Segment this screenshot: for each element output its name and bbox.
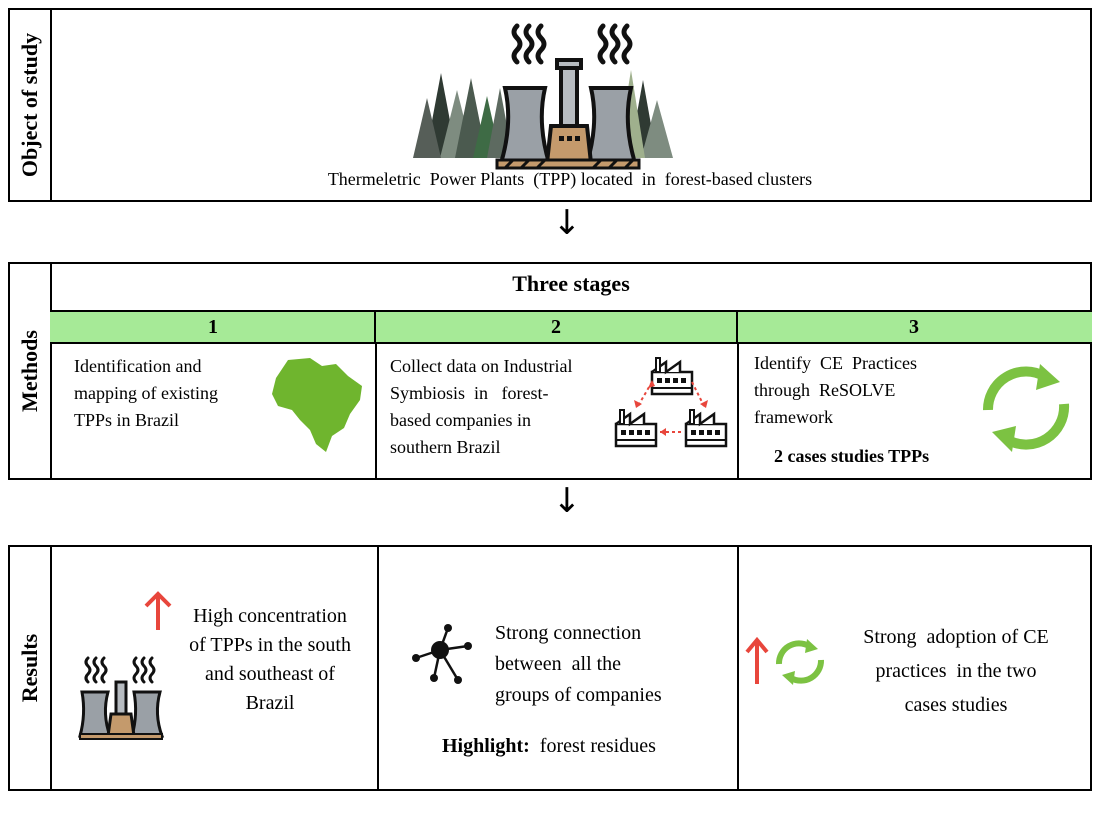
stage-number-2: 2 (376, 312, 738, 342)
industrial-symbiosis-network-icon (614, 356, 728, 448)
stage-1-line: mapping of existing (74, 383, 218, 403)
result-2-highlight: Highlight: forest residues (442, 733, 656, 760)
results-side-label-text: Results (17, 633, 43, 703)
methods-panel (50, 262, 1092, 480)
stage-3-line: framework (754, 407, 833, 427)
stage-number-1: 1 (52, 312, 376, 342)
result-divider (737, 547, 739, 789)
result-3-line: practices in the two (875, 660, 1037, 682)
methods-side-label-text: Methods (17, 330, 43, 412)
results-side-label: Results (8, 545, 52, 791)
result-2-line: Strong connection (495, 622, 642, 644)
highlight-label: Highlight: (442, 735, 530, 757)
result-2-line: between all the (495, 653, 622, 675)
result-3-text: Strong adoption of CE practices in the t… (838, 620, 1074, 722)
result-1-line: of TPPs in the south (189, 634, 351, 656)
highlight-text: forest residues (529, 735, 656, 757)
results-panel (50, 545, 1092, 791)
brazil-map-icon (272, 358, 362, 452)
stage-divider (737, 344, 739, 478)
result-divider (377, 547, 379, 789)
down-arrow-icon: ↓ (552, 203, 582, 243)
circular-cycle-icon (982, 364, 1070, 452)
stage-2-line: Collect data on Industrial (390, 356, 573, 376)
stage-3-line: through ReSOLVE (754, 380, 896, 400)
result-1-text: High concentration of TPPs in the south … (170, 602, 370, 718)
result-1-line: High concentration (193, 605, 347, 627)
methods-side-label: Methods (8, 262, 52, 480)
power-plant-icon (78, 656, 165, 740)
stage-1-line: Identification and (74, 356, 202, 376)
network-node-icon (412, 624, 472, 684)
power-plant-forest-icon (413, 23, 673, 170)
stage-3-text: Identify CE Practices through ReSOLVE fr… (754, 350, 984, 431)
stage-number-3: 3 (738, 312, 1090, 342)
stage-1-text: Identification and mapping of existing T… (74, 353, 274, 434)
up-arrow-icon (745, 636, 769, 684)
stage-2-line: southern Brazil (390, 437, 501, 457)
circular-cycle-icon (776, 639, 824, 685)
result-3-line: Strong adoption of CE (863, 626, 1049, 648)
stage-3-highlight: 2 cases studies TPPs (774, 446, 930, 466)
stage-3-line: Identify CE Practices (754, 353, 917, 373)
result-3-line: cases studies (904, 694, 1008, 716)
stage-2-text: Collect data on Industrial Symbiosis in … (390, 353, 620, 461)
result-1-line: and southeast of (205, 663, 335, 685)
stage-divider (375, 344, 377, 478)
up-arrow-icon (144, 591, 172, 630)
object-caption: Thermeletric Power Plants (TPP) located … (327, 169, 813, 189)
result-2-text: Strong connection between all the groups… (495, 618, 735, 711)
result-1-line: Brazil (245, 692, 295, 714)
object-side-label: Object of study (8, 8, 52, 202)
stage-2-line: based companies in (390, 410, 531, 430)
result-2-line: groups of companies (495, 684, 662, 706)
stage-2-line: Symbiosis in forest- (390, 383, 549, 403)
down-arrow-icon: ↓ (552, 481, 582, 521)
stage-1-line: TPPs in Brazil (74, 410, 180, 430)
methods-header: Three stages (512, 271, 630, 296)
object-side-label-text: Object of study (17, 32, 42, 178)
